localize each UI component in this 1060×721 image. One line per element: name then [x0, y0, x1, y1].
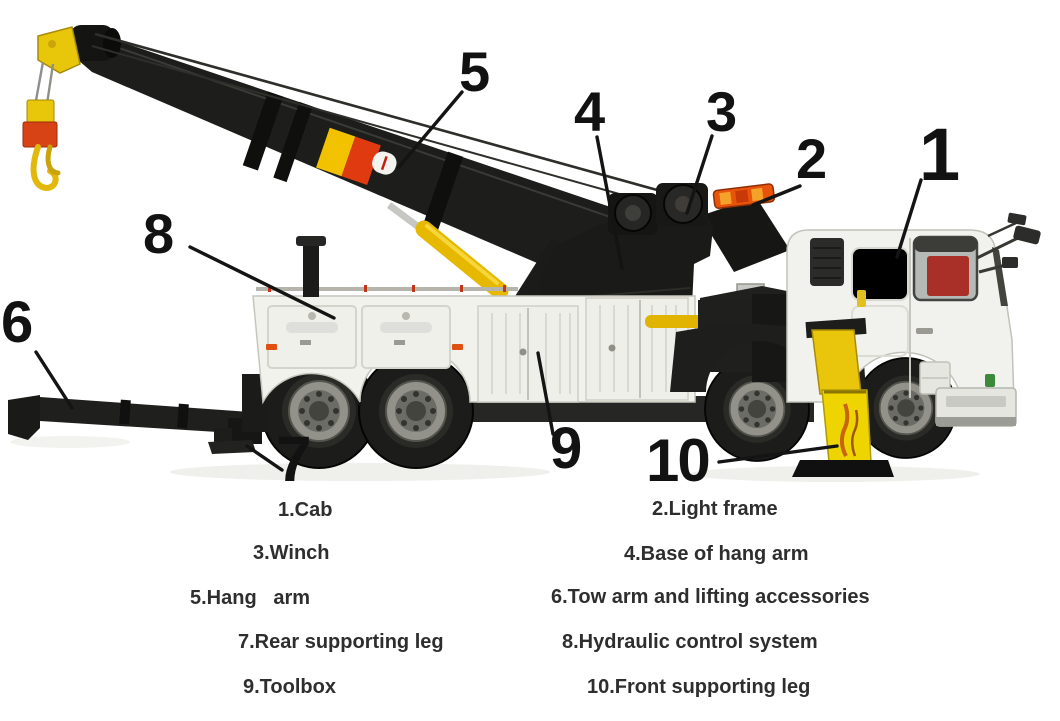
- leader-line-9: [536, 351, 555, 436]
- body-toolbox: [252, 285, 696, 405]
- leader-line-3: [685, 134, 714, 215]
- leader-line-1: [895, 178, 923, 259]
- toolbox-doors-1: [477, 305, 579, 403]
- cab-reflector: [857, 290, 866, 307]
- cab-door-handle: [916, 328, 933, 334]
- legend-item-toolbox: 9.Toolbox: [243, 676, 336, 698]
- boom-badge: [372, 151, 397, 175]
- callout-number-3: 3: [706, 80, 738, 143]
- callout-number-1: 1: [919, 113, 961, 196]
- legend-item-cab: 1.Cab: [278, 499, 333, 521]
- boom-hydraulic-cylinder: [386, 202, 509, 300]
- windshield-edge: [992, 247, 1008, 306]
- leader-line-10: [717, 444, 839, 464]
- legend-item-hang-arm: 5.Hang arm: [190, 587, 311, 609]
- callout-number-10: 10: [646, 427, 711, 494]
- boom-warning-patch: [316, 127, 381, 186]
- cab-door-window: [912, 235, 979, 302]
- legend-item-hydraulic-control: 8.Hydraulic control system: [562, 631, 818, 653]
- body-logo-right: [380, 322, 432, 333]
- callout-number-9: 9: [550, 416, 583, 481]
- leg-foot-pad: [792, 460, 894, 477]
- leader-line-8: [188, 245, 336, 320]
- leader-line-5: [396, 90, 464, 170]
- front-supporting-leg: [792, 317, 894, 477]
- callout-number-6: 6: [1, 290, 34, 355]
- callout-number-8: 8: [143, 202, 175, 265]
- callout-number-5: 5: [459, 40, 491, 103]
- callout-number-4: 4: [574, 80, 606, 143]
- legend-item-front-supporting-leg: 10.Front supporting leg: [587, 676, 811, 698]
- legend-item-rear-supporting-leg: 7.Rear supporting leg: [238, 631, 444, 653]
- callout-number-2: 2: [796, 127, 828, 190]
- hook-block: [22, 61, 61, 192]
- leader-line-6: [34, 350, 74, 410]
- rear-wheel-2: [358, 353, 474, 469]
- leader-line-7: [245, 444, 284, 472]
- legend-item-winch: 3.Winch: [253, 542, 330, 564]
- leader-line-4: [595, 135, 624, 270]
- body-logo-left: [286, 322, 338, 333]
- legend-item-base-of-hang-arm: 4.Base of hang arm: [624, 543, 809, 565]
- leader-lines: [34, 90, 923, 472]
- cab: [786, 212, 1041, 403]
- light-frame: [712, 183, 776, 210]
- leader-line-2: [751, 184, 802, 207]
- cab-rear-grille: [810, 238, 844, 286]
- light-frame-bracket: [700, 197, 790, 272]
- tow-arm: [8, 395, 250, 440]
- boom-tip-sheave: [37, 25, 121, 74]
- bumper-marker-light: [985, 374, 995, 387]
- legend-item-tow-arm: 6.Tow arm and lifting accessories: [551, 586, 870, 608]
- top-rail: [256, 287, 518, 291]
- winch-drums: [608, 183, 708, 235]
- hydraulic-control-levers: [296, 236, 326, 297]
- cab-mirrors: [976, 212, 1041, 274]
- front-bumper: [935, 374, 1017, 427]
- callout-number-7: 7: [276, 423, 312, 495]
- hang-arm-boom: [64, 30, 658, 292]
- legend-item-light-frame: 2.Light frame: [652, 498, 778, 520]
- winch-cables: [91, 32, 687, 207]
